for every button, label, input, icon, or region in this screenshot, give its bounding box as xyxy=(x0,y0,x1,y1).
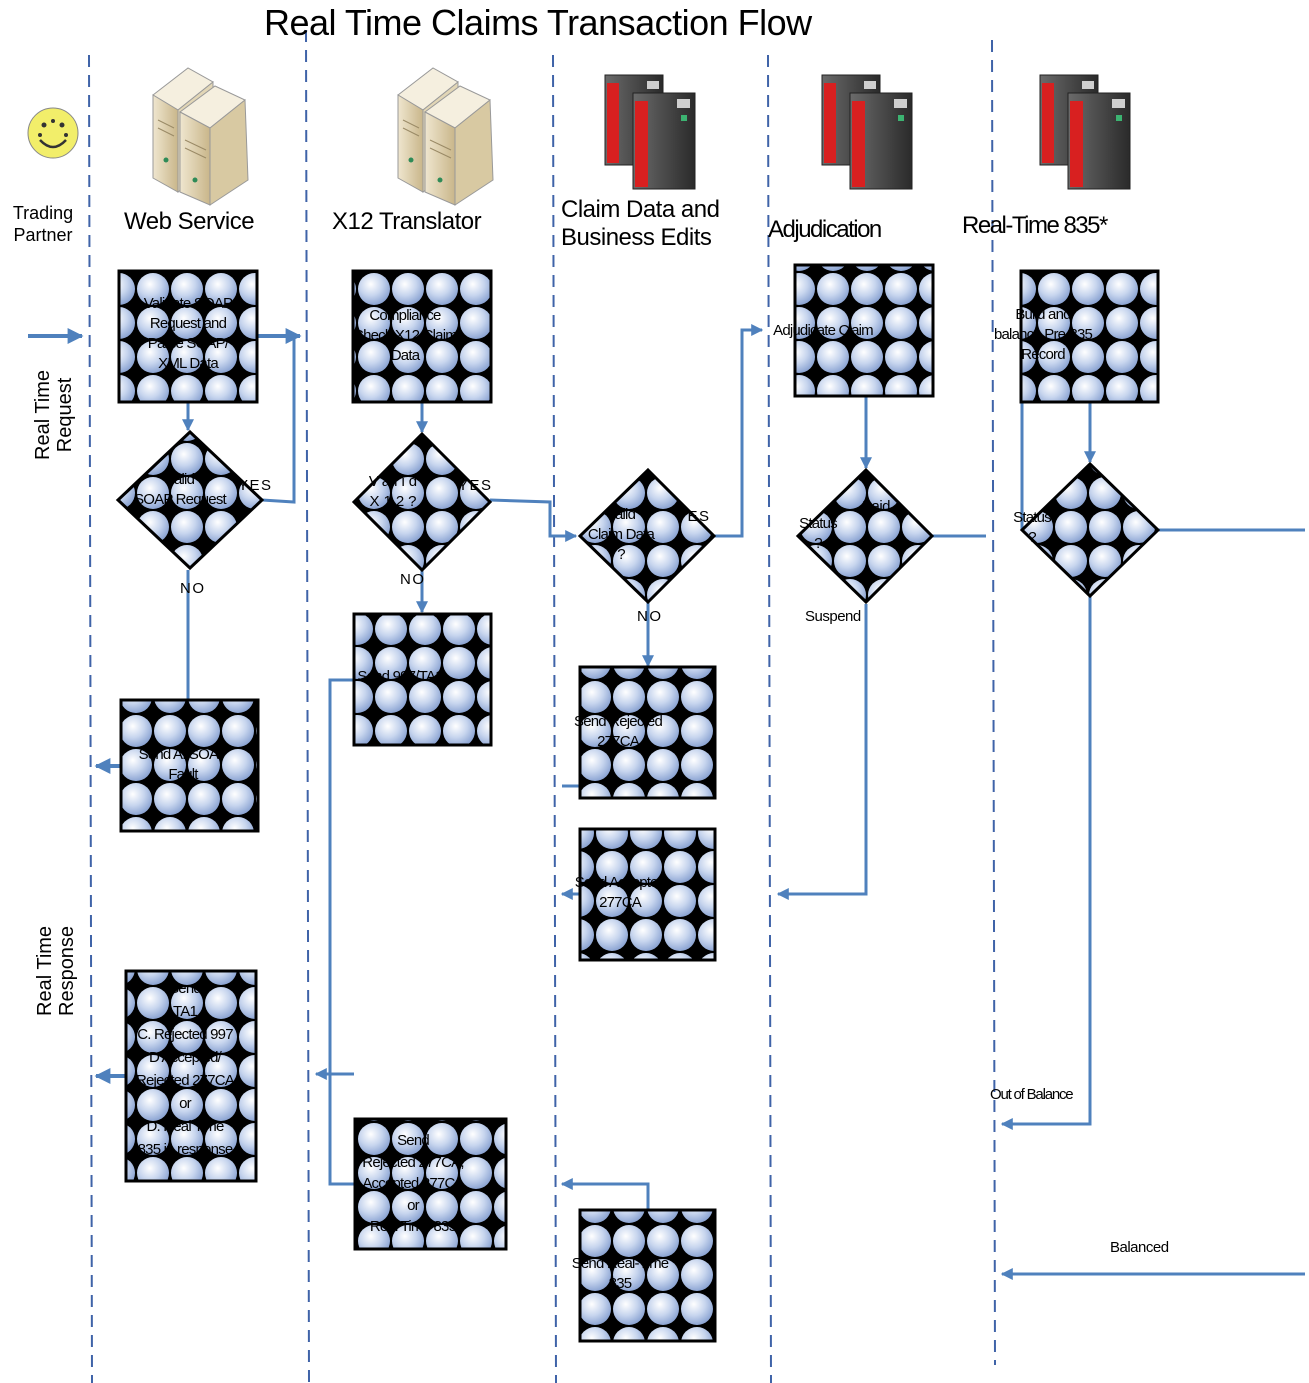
edge-label-suspend: Suspend xyxy=(805,608,861,625)
text-valid-claim: Valid Claim Data ? xyxy=(587,506,655,563)
diamond-valid-soap xyxy=(115,429,265,571)
diamond-valid-x12 xyxy=(351,431,493,573)
side-label-response: Real Time Response xyxy=(34,925,78,1016)
text-send-soap-fault: Send A. SOAP Fault xyxy=(138,746,229,783)
edge-label-yes-claim: YES xyxy=(676,508,711,525)
box-send-rejected-277 xyxy=(578,665,717,800)
lane-label-trading-partner: Trading Partner xyxy=(12,203,74,245)
lane-label-rt835: Real-Time 835* xyxy=(962,212,1108,239)
diamond-status-adj xyxy=(795,467,935,605)
text-status-835: Status ? xyxy=(1013,509,1052,546)
lane-label-adjudication: Adjudication xyxy=(768,216,882,243)
lane-label-web-service: Web Service xyxy=(124,208,255,235)
server-icon-web-service xyxy=(152,67,249,206)
text-send-997: Send 997/TA1 xyxy=(357,668,443,685)
connectors xyxy=(28,324,1305,1280)
text-status-adj: Status ? xyxy=(799,515,838,552)
mainframe-icon-claim-data xyxy=(604,74,696,190)
mainframe-icon-rt835 xyxy=(1039,74,1131,190)
mainframe-icon-adjudication xyxy=(821,74,913,190)
text-send-rt835: Send Real-Time 835 xyxy=(571,1255,669,1292)
lane-dividers xyxy=(88,29,996,1383)
text-valid-x12: Valid X12? xyxy=(368,473,422,510)
box-build-835 xyxy=(1019,269,1160,404)
box-send-997 xyxy=(352,612,493,747)
edge-label-out-of-balance: Out of Balance xyxy=(990,1086,1074,1103)
text-send-combined: Send Rejected 277CA, Accepted 277CA or R… xyxy=(362,1132,464,1235)
box-adjudicate-claim xyxy=(793,263,935,398)
box-send-response xyxy=(124,969,258,1183)
diagram-title: Real Time Claims Transaction Flow xyxy=(264,2,812,43)
edge-label-yes-soap: YES xyxy=(238,477,273,494)
box-send-combined xyxy=(353,1117,508,1251)
lane-label-x12-translator: X12 Translator xyxy=(332,208,482,235)
box-compliance-check xyxy=(351,269,493,404)
text-compliance-check: Compliance Check X12 Claim Data xyxy=(353,307,458,364)
server-icon-x12-translator xyxy=(397,67,494,206)
diamond-status-835 xyxy=(1019,461,1161,599)
box-send-soap-fault xyxy=(119,698,260,833)
text-build-835: Build and balance Pre-835 Record xyxy=(993,306,1093,363)
edge-label-balanced: Balanced xyxy=(1110,1239,1169,1256)
process-boxes xyxy=(117,263,1160,1343)
box-send-accepted-277 xyxy=(578,827,717,962)
box-send-rt835 xyxy=(578,1208,717,1343)
lane-label-claim-data: Claim Data and Business Edits xyxy=(561,196,720,251)
edge-label-no-soap: NO xyxy=(180,580,206,597)
text-valid-soap: Valid SOAP Request xyxy=(134,471,227,508)
text-send-rejected-277: Send Rejected 277CA xyxy=(573,713,663,750)
diamond-valid-claim xyxy=(577,467,717,605)
box-validate-soap xyxy=(117,269,259,404)
edge-label-yes-x12: YES xyxy=(458,477,493,494)
side-label-request: Real Time Request xyxy=(32,369,76,460)
edge-label-paid: Paid xyxy=(862,498,891,515)
text-validate-soap: Validate SOAP Request and Parse SOAP/ XM… xyxy=(143,295,233,372)
text-send-response: Send TA1 C. Rejected 997 D Accepted/ Rej… xyxy=(135,980,235,1158)
text-send-accepted-277: Send Accepted 277CA xyxy=(574,874,666,911)
edge-label-no-claim: NO xyxy=(637,608,663,625)
decision-diamonds xyxy=(115,429,1161,605)
edge-label-no-x12: NO xyxy=(400,571,426,588)
smiley-icon xyxy=(27,107,79,159)
text-adjudicate-claim: Adjudicate Claim xyxy=(773,322,874,339)
